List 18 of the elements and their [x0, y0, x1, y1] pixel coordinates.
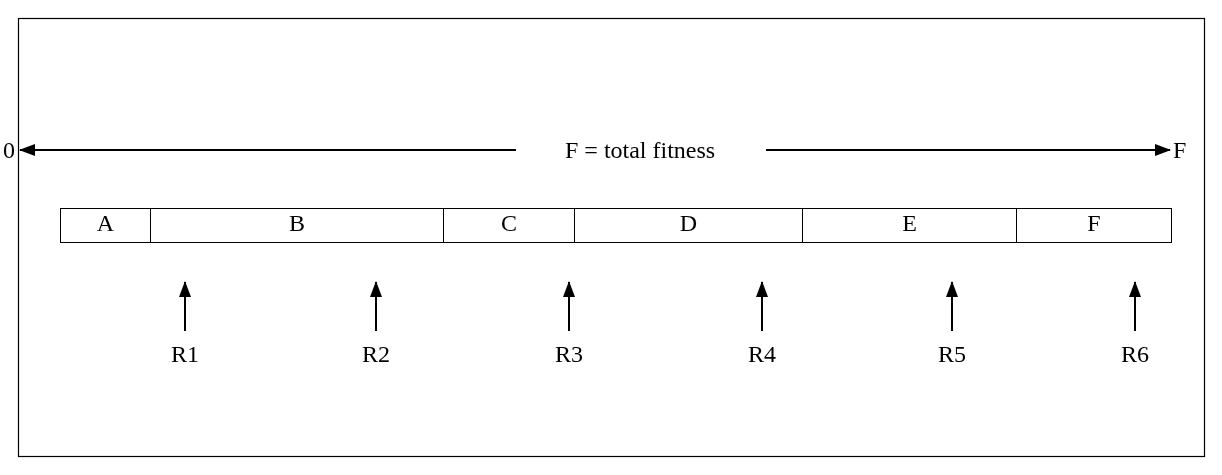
bar-segment: A — [60, 208, 151, 243]
pointer-arrow — [756, 281, 768, 332]
pointer-label: R5 — [938, 341, 966, 367]
pointer-label: R3 — [555, 341, 583, 367]
bar-segment: E — [802, 208, 1017, 243]
pointer-label: R6 — [1121, 341, 1149, 367]
bar-segment: F — [1016, 208, 1172, 243]
pointer-arrow — [1129, 281, 1141, 332]
pointer-arrow — [179, 281, 191, 332]
pointer-label: R1 — [171, 341, 199, 367]
bar-segment: B — [150, 208, 444, 243]
pointer-arrow — [563, 281, 575, 332]
bar-segment: C — [443, 208, 575, 243]
pointer-arrow — [946, 281, 958, 332]
pointer-arrow — [370, 281, 382, 332]
pointer-label: R2 — [362, 341, 390, 367]
pointer-label: R4 — [748, 341, 776, 367]
bar-segment: D — [574, 208, 803, 243]
